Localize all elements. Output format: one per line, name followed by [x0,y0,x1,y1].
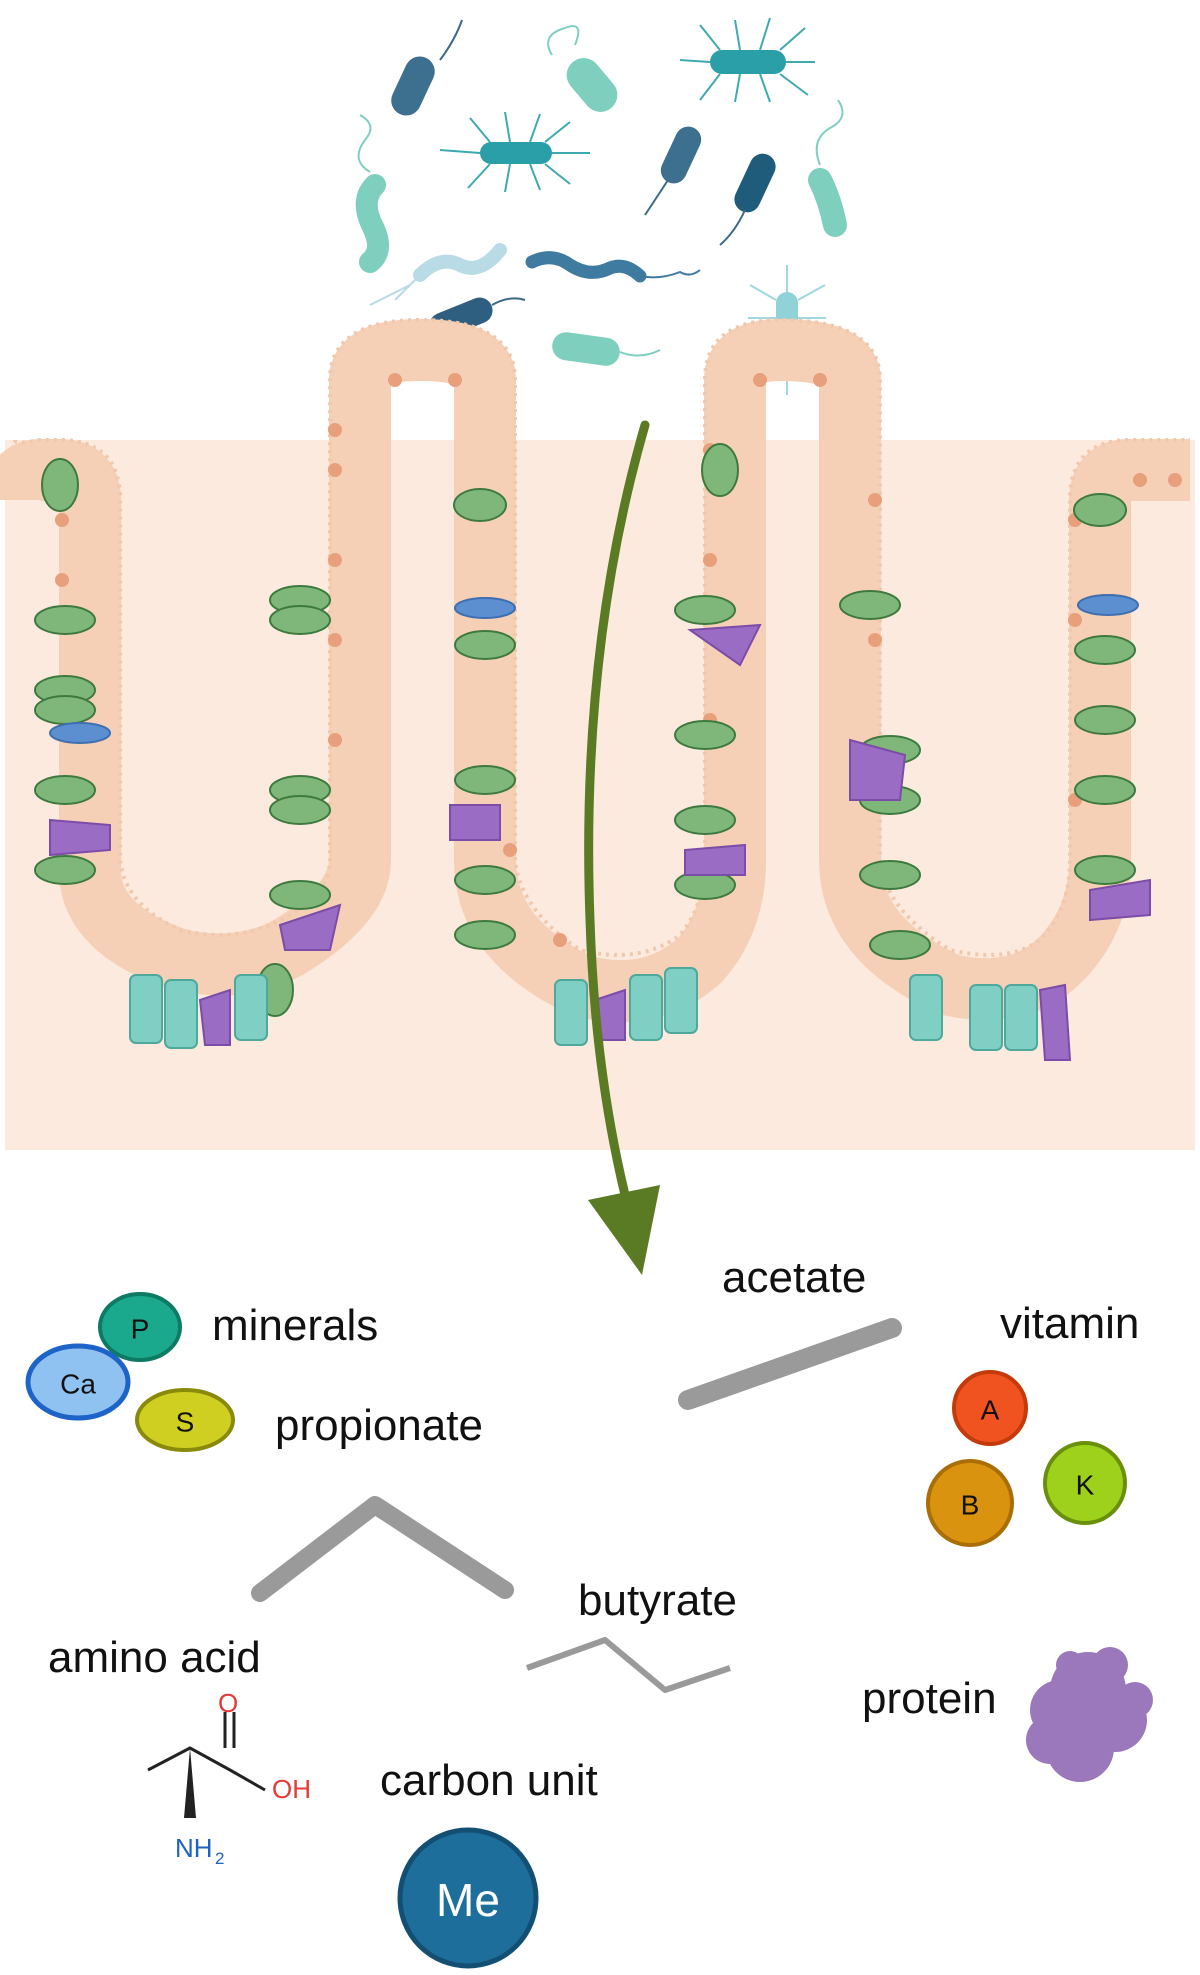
vitamin-b-icon: B [926,1459,1014,1547]
microvilli-edge [13,317,1190,957]
svg-text:2: 2 [215,1849,224,1868]
protein-icon [1026,1647,1153,1782]
stem-cells [129,967,1038,1051]
bacterium-spiral-1 [369,243,507,306]
svg-text:Ca: Ca [60,1369,96,1400]
carbon-unit-label: carbon unit [380,1756,598,1805]
bacterium-rod-3 [644,126,702,216]
tuft-cells [49,623,1151,1061]
bacterium-spiral-2 [525,251,701,283]
bacterium-curved-1 [355,114,389,273]
nuclei [55,373,1182,947]
bacterium-rod-6 [552,332,661,366]
bacterium-rod-1 [391,19,463,116]
protein-label: protein [862,1674,997,1723]
svg-text:Me: Me [436,1874,500,1926]
translocation-arrow [584,420,660,1275]
svg-text:P: P [131,1314,150,1345]
bacterium-rod-4 [719,153,776,246]
butyrate-label: butyrate [578,1576,737,1625]
enteroendocrine-cells [49,594,1139,744]
mineral-s-icon: S [135,1388,235,1452]
propionate-molecule [251,1496,514,1602]
vitamin-label: vitamin [1000,1299,1139,1348]
acetate-label: acetate [722,1253,866,1302]
bacterium-curved-2 [808,99,847,237]
svg-text:S: S [176,1407,195,1438]
vitamin-a-icon: A [952,1370,1028,1446]
svg-text:O: O [218,1688,238,1718]
svg-text:K: K [1076,1470,1095,1501]
vitamin-k-icon: K [1043,1441,1127,1525]
mineral-ca-icon: Ca [25,1343,131,1421]
propionate-label: propionate [275,1401,483,1450]
bacteria-cluster [355,17,847,395]
butyrate-molecule [525,1637,731,1693]
bacterium-rod-2 [547,25,618,112]
bacterium-fimbriated-2 [439,111,590,193]
svg-text:OH: OH [272,1774,311,1804]
amino-acid-label: amino acid [48,1633,261,1682]
carbon-unit-icon: Me [397,1827,539,1969]
svg-text:NH: NH [175,1833,213,1863]
svg-text:A: A [981,1395,1000,1426]
amino-acid-structure: O OH NH 2 [147,1688,311,1868]
svg-text:B: B [961,1490,980,1521]
bacterium-fimbriated-1 [679,17,815,103]
goblet-cells [34,443,1136,1017]
acetate-molecule [678,1318,902,1410]
minerals-label: minerals [212,1301,378,1350]
mineral-p-icon: P [98,1292,182,1362]
